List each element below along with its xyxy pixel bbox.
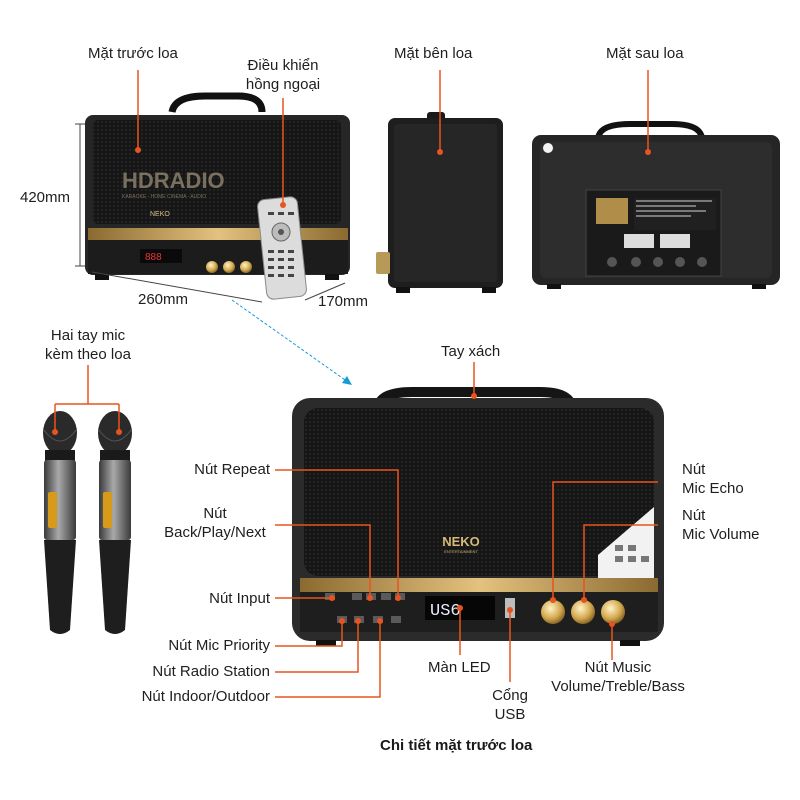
callout-dots bbox=[52, 147, 651, 627]
label-microphones-line1: Hai tay mic bbox=[50, 327, 126, 344]
label-mic-priority: Nút Mic Priority bbox=[168, 637, 270, 654]
label-front-view: Mặt trước loa bbox=[88, 45, 178, 62]
label-ir-remote-line1: Điều khiển bbox=[247, 57, 319, 74]
label-mic-echo-line1: Nút bbox=[682, 461, 706, 478]
label-mic-volume: Nút Mic Volume bbox=[682, 506, 760, 544]
label-repeat-button: Nút Repeat bbox=[194, 461, 270, 478]
label-usb-port-line2: USB bbox=[494, 706, 526, 723]
brand-subtitle: ENTERTAINMENT bbox=[444, 549, 478, 554]
ir-remote bbox=[257, 196, 307, 300]
label-mic-volume-line2: Mic Volume bbox=[682, 526, 760, 543]
label-input-button: Nút Input bbox=[209, 590, 270, 607]
label-music-controls-line1: Nút Music bbox=[584, 659, 652, 676]
callout-lines bbox=[54, 70, 658, 698]
label-music-controls: Nút Music Volume/Treble/Bass bbox=[540, 658, 696, 696]
dimension-depth: 170mm bbox=[318, 293, 369, 310]
label-side-view: Mặt bên loa bbox=[394, 45, 473, 62]
back-speaker bbox=[532, 121, 780, 289]
label-mic-echo: Nút Mic Echo bbox=[682, 460, 744, 498]
dimension-height: 420mm bbox=[20, 189, 71, 206]
dimension-width: 260mm bbox=[138, 291, 189, 308]
label-music-controls-line2: Volume/Treble/Bass bbox=[551, 678, 685, 695]
label-back-play-next: Nút Back/Play/Next bbox=[150, 504, 280, 542]
microphone-left bbox=[43, 411, 77, 634]
label-usb-port: Cổng USB bbox=[476, 686, 544, 724]
label-back-play-next-line2: Back/Play/Next bbox=[164, 524, 266, 541]
label-led-display: Màn LED bbox=[428, 659, 491, 676]
label-microphones-line2: kèm theo loa bbox=[45, 346, 131, 363]
label-back-view: Mặt sau loa bbox=[606, 45, 684, 62]
label-mic-volume-line1: Nút bbox=[682, 507, 706, 524]
label-ir-remote-line2: hồng ngoại bbox=[245, 76, 321, 93]
label-ir-remote: Điều khiển hồng ngoại bbox=[228, 56, 338, 94]
pointer-arrow bbox=[231, 299, 352, 385]
label-indoor-outdoor: Nút Indoor/Outdoor bbox=[141, 688, 270, 705]
label-microphones: Hai tay mic kèm theo loa bbox=[30, 326, 146, 364]
led-display-text: US6 bbox=[430, 602, 461, 621]
microphone-right bbox=[98, 411, 132, 634]
label-radio-station: Nút Radio Station bbox=[152, 663, 270, 680]
brand-logo: NEKO bbox=[442, 534, 480, 549]
watermark-subtitle: KARAOKE - HOME CINEMA - AUDIO bbox=[122, 194, 206, 200]
svg-text:888: 888 bbox=[145, 252, 162, 263]
brand-logo-small: NEKO bbox=[150, 211, 170, 218]
main-speaker bbox=[292, 387, 664, 646]
label-mic-echo-line2: Mic Echo bbox=[682, 480, 744, 497]
label-usb-port-line1: Cổng bbox=[492, 687, 528, 704]
watermark-logo: HDRADIO bbox=[122, 168, 225, 193]
dimension-lines bbox=[75, 123, 346, 303]
label-handle: Tay xách bbox=[441, 343, 501, 360]
caption: Chi tiết mặt trước loa bbox=[380, 737, 533, 754]
label-back-play-next-line1: Nút bbox=[203, 505, 227, 522]
